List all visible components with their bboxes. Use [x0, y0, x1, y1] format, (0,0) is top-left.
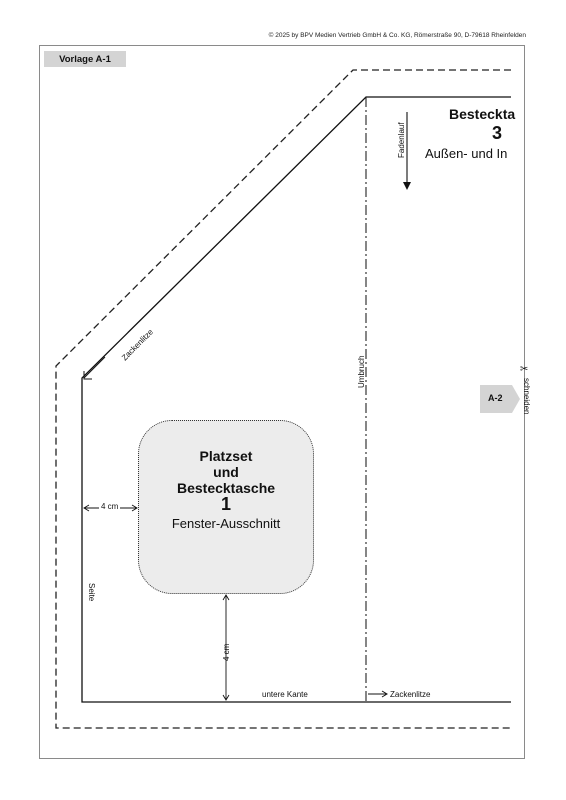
cutting-line [55, 69, 511, 729]
label-umbruch: Umbruch [357, 355, 366, 388]
piece3-number: 3 [492, 123, 503, 143]
window-cutout: Platzset und Bestecktasche 1 Fenster-Aus… [138, 420, 314, 594]
zackenlitze-top-arrow [83, 356, 106, 379]
label-seite: Seite [87, 583, 96, 602]
label-fadenlauf: Fadenlauf [397, 122, 406, 158]
piece3-subtitle: Außen- und In [425, 146, 508, 161]
label-schneiden: schneiden [522, 378, 531, 415]
label-zackenlitze-bottom: Zackenlitze [390, 690, 431, 699]
next-page-badge: A-2 [480, 385, 520, 413]
label-untere-kante: untere Kante [262, 690, 308, 699]
piece1-subtitle: Fenster-Ausschnitt [171, 516, 281, 531]
piece3-title: Besteckta [449, 106, 516, 122]
next-page-badge-shape [480, 385, 520, 413]
template-tag: Vorlage A-1 [44, 51, 126, 67]
piece1-number: 1 [220, 494, 231, 514]
scissors-icon: ✂ [520, 364, 529, 375]
next-page-label: A-2 [488, 393, 503, 403]
label-dist-bottom: 4 cm [222, 643, 231, 661]
seam-line [81, 96, 511, 703]
page-frame [39, 45, 525, 759]
label-dist-left: 4 cm [99, 502, 121, 511]
piece1-title: Platzset und Bestecktasche [176, 448, 276, 496]
copyright-text: © 2025 by BPV Medien Vertrieb GmbH & Co.… [268, 32, 526, 39]
